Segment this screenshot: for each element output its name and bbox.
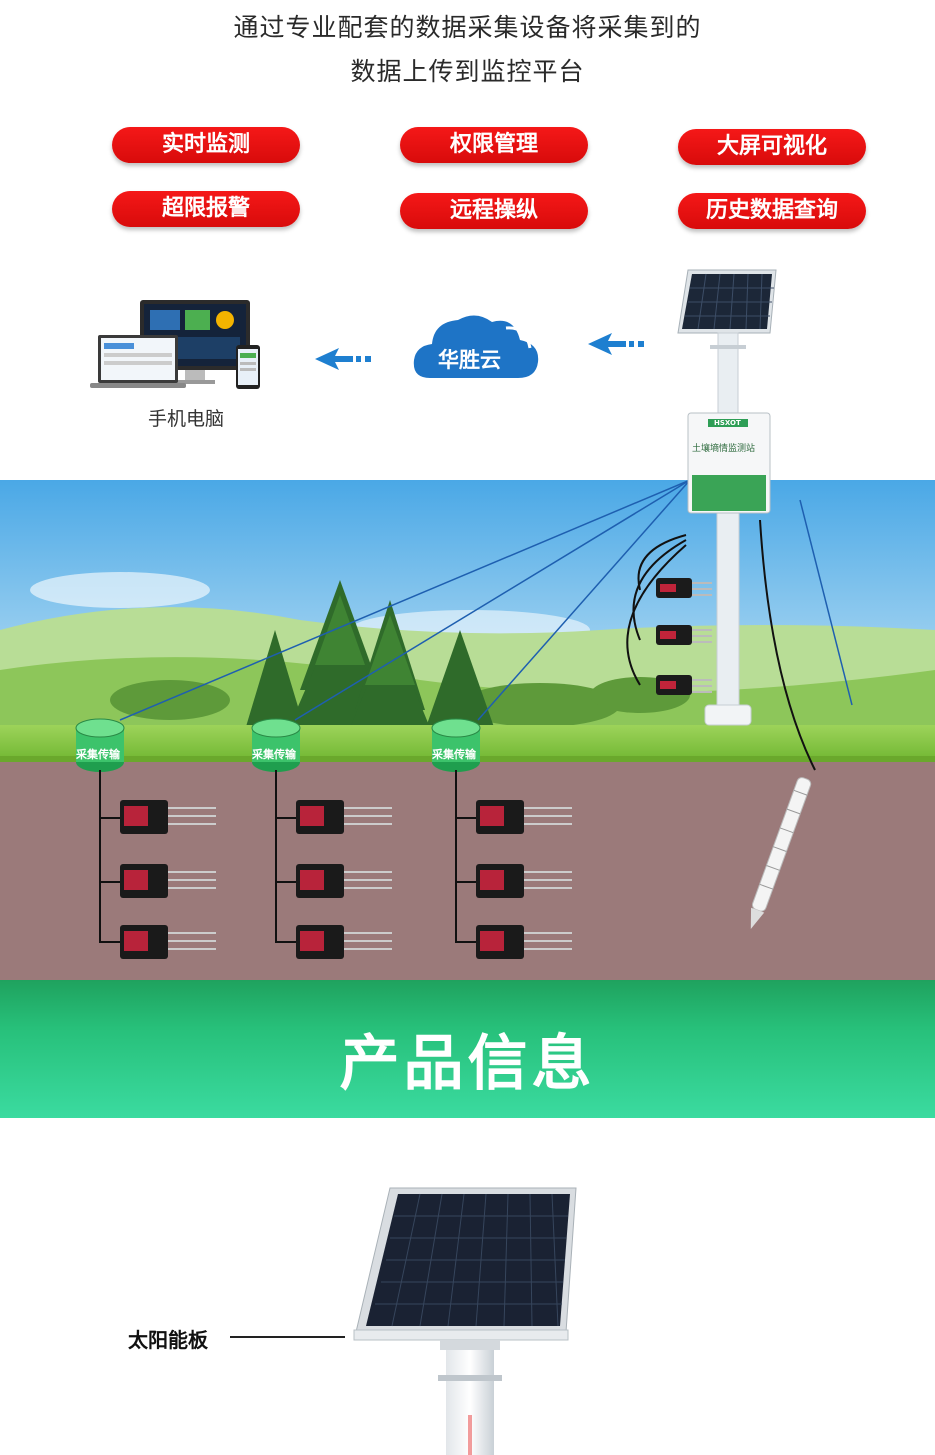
solar-panel-pointer-line [230,1336,345,1338]
collector-label-3: 采集传输 [432,748,476,761]
devices-caption: 手机电脑 [148,408,225,430]
feature-pill-history-query: 历史数据查询 [678,193,866,229]
collector-unit-2 [251,718,301,772]
sensor-group-2 [275,770,392,959]
feature-pill-permission-management: 权限管理 [400,127,588,163]
monitoring-scene: 采集传输 采集传输 采集传输 [0,480,935,980]
section-band [0,980,935,1118]
devices-illustration [90,300,260,389]
solar-panel-product [353,1187,577,1455]
cloud-label: 华胜云 [438,348,501,372]
feature-pill-remote-control: 远程操纵 [400,193,588,229]
feature-pill-realtime-monitoring: 实时监测 [112,127,300,163]
monitoring-station [677,269,777,514]
feature-pill-big-screen: 大屏可视化 [678,129,866,165]
arrow-left-icon-2 [588,333,644,355]
solar-panel-label: 太阳能板 [128,1328,208,1352]
feature-pill-over-limit-alarm: 超限报警 [112,191,300,227]
collector-unit-1 [75,718,125,772]
section-title: 产品信息 [339,1029,596,1099]
station-brand: HSXOT [714,419,741,427]
sensor-group-1 [99,770,216,959]
collector-unit-3 [431,718,481,772]
intro-line-2: 数据上传到监控平台 [350,57,585,86]
arrow-left-icon [315,348,371,370]
sensor-group-3 [455,770,572,959]
collector-label-2: 采集传输 [252,748,296,761]
cloud-icon [413,315,539,378]
collector-label-1: 采集传输 [76,748,120,761]
station-label: 土壤墒情监测站 [692,444,756,454]
intro-line-1: 通过专业配套的数据采集设备将采集到的 [233,13,702,42]
